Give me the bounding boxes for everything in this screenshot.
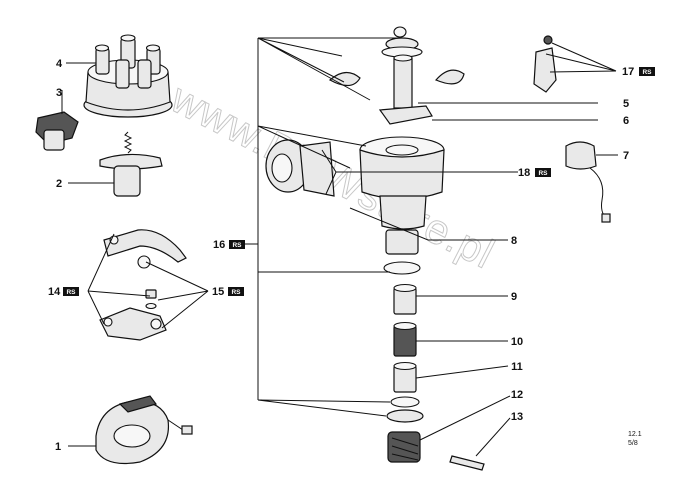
leader-18 [321, 149, 518, 195]
callout-17: 17 [622, 66, 634, 78]
callout-4: 4 [56, 58, 63, 70]
carbon-brush-spring-part [123, 131, 133, 154]
leader-15 [145, 261, 209, 329]
rotor-part [99, 153, 163, 197]
callout-6: 6 [623, 115, 629, 127]
callout-5: 5 [623, 98, 629, 110]
clip-left-part [328, 71, 361, 87]
callout-9: 9 [511, 291, 517, 303]
housing-lower-part [383, 229, 421, 275]
contact-base-plate-part [95, 395, 193, 465]
bushing-10-part [393, 321, 417, 357]
reference-code-line1: 12.1 [628, 431, 642, 438]
vacuum-unit-part [265, 139, 335, 197]
distributor-cap-part [83, 34, 173, 118]
callout-8: 8 [511, 235, 517, 247]
pin-part [449, 455, 485, 471]
drive-gear-part [387, 431, 421, 463]
callout-7: 7 [623, 150, 629, 162]
leader-11 [415, 365, 509, 379]
clip-right-part [434, 69, 465, 85]
leader-14 [87, 233, 151, 325]
rs-badge-14-label: RS [66, 289, 76, 296]
suppressor-part [35, 111, 79, 151]
leader-16-branches [257, 37, 398, 417]
leader-13 [475, 417, 511, 457]
leader-17 [545, 42, 617, 73]
bushing-9-part [393, 283, 417, 315]
distributor-housing-part [359, 136, 445, 230]
callout-1: 1 [55, 441, 61, 453]
callout-3: 3 [56, 87, 62, 99]
contact-17-part [533, 35, 557, 93]
callout-14: 14 [48, 286, 61, 298]
callout-12: 12 [511, 389, 523, 401]
shaft-part [378, 54, 433, 125]
rs-badge-16-label: RS [232, 242, 242, 249]
callout-10: 10 [511, 336, 523, 348]
rs-badge-16: RS [229, 240, 245, 249]
callout-13: 13 [511, 411, 523, 423]
breaker-plate-part [99, 307, 167, 341]
top-ring-part [381, 26, 423, 58]
rs-badge-15: RS [228, 287, 244, 296]
callout-11: 11 [511, 361, 523, 373]
bushing-11-part [393, 361, 417, 393]
condenser-part [565, 141, 611, 223]
callout-15: 15 [212, 286, 224, 298]
rs-badge-17-label: RS [642, 69, 652, 76]
reference-code-line2: 5/8 [628, 440, 638, 447]
small-screw-part [145, 289, 157, 310]
leader-8 [349, 207, 508, 241]
rs-badge-17: RS [639, 67, 655, 76]
callout-16: 16 [213, 239, 225, 251]
rs-badge-14: RS [63, 287, 79, 296]
callout-18: 18 [518, 167, 530, 179]
rs-badge-18: RS [535, 168, 551, 177]
rs-badge-15-label: RS [231, 289, 241, 296]
callout-2: 2 [56, 178, 62, 190]
washer-part [386, 396, 424, 423]
leader-12 [419, 395, 511, 441]
centrifugal-weights-part [103, 229, 187, 269]
rs-badge-18-label: RS [538, 170, 548, 177]
